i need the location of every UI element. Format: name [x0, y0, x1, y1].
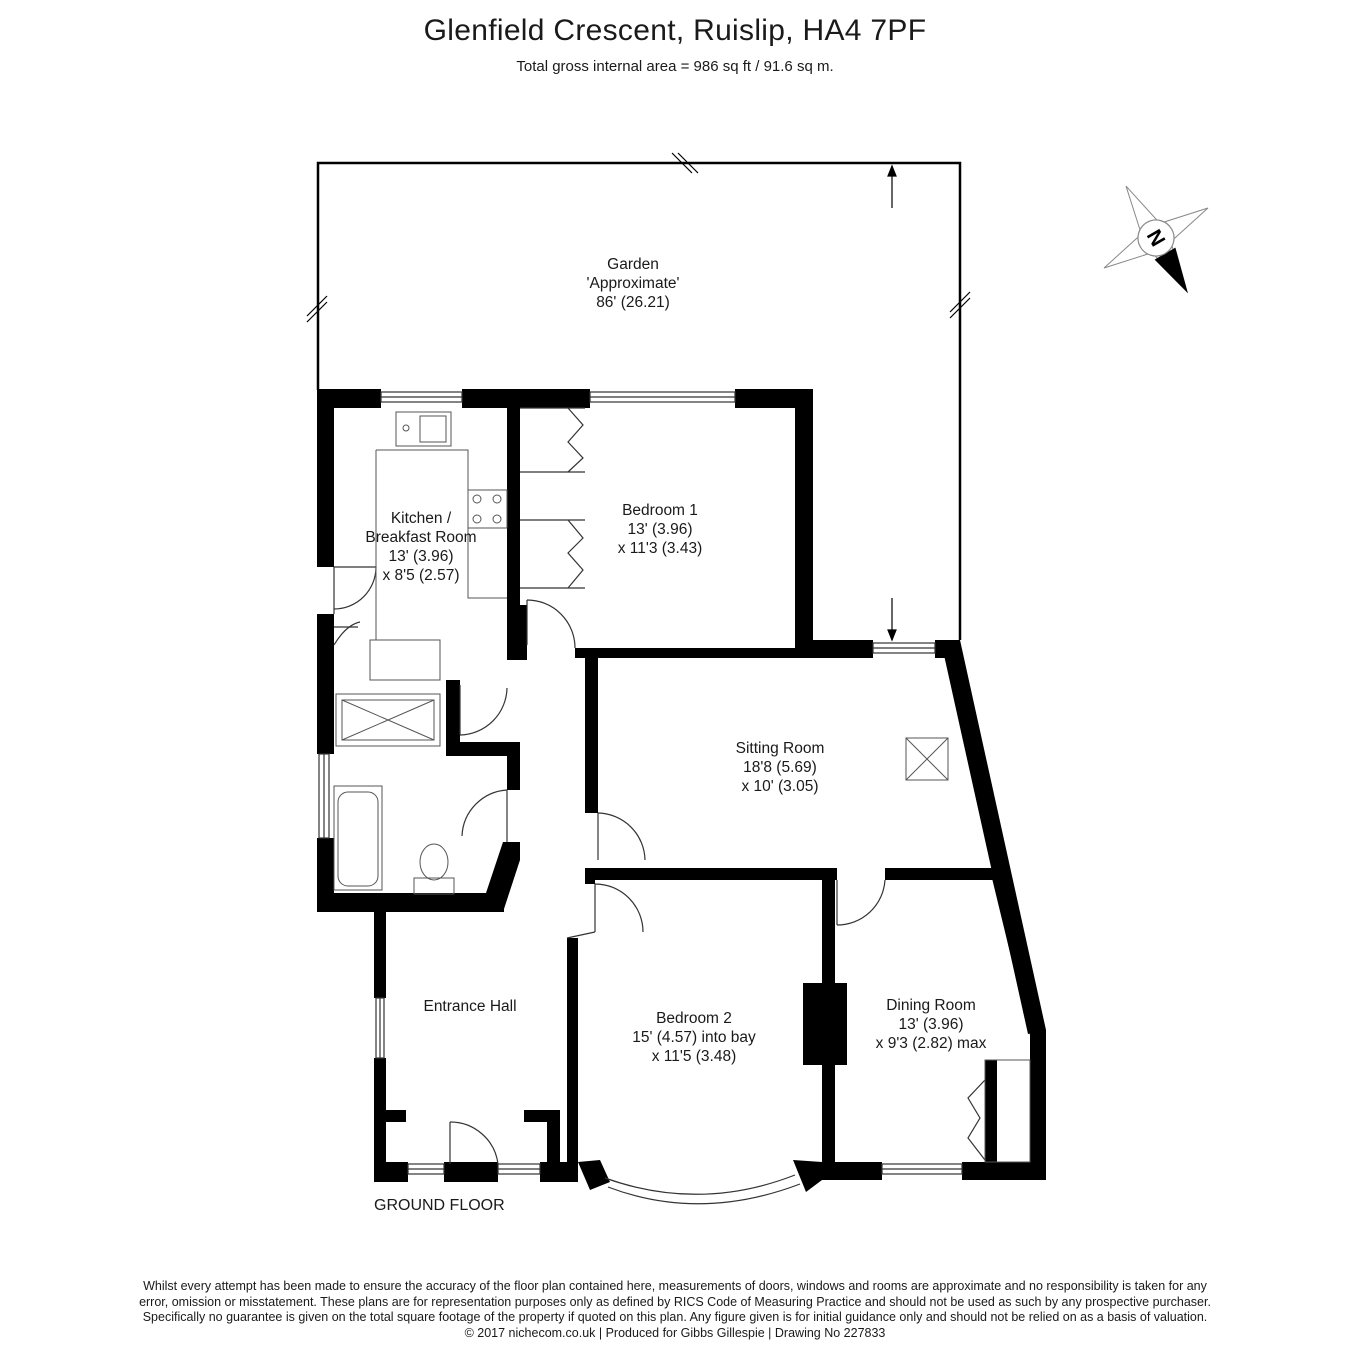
- sitting-room-label: Sitting Room 18'8 (5.69) x 10' (3.05): [735, 740, 825, 795]
- garden-outline: [306, 152, 971, 640]
- entrance-hall-label: Entrance Hall: [423, 998, 517, 1015]
- dining-room-label: Dining Room 13' (3.96) x 9'3 (2.82) max: [875, 997, 987, 1052]
- floor-label: GROUND FLOOR: [374, 1197, 505, 1214]
- garden-dimension-arrow: [887, 164, 897, 642]
- windows: [318, 391, 963, 1205]
- compass-icon: N: [1103, 185, 1209, 294]
- kitchen-label: Kitchen / Breakfast Room 13' (3.96) x 8'…: [365, 510, 477, 584]
- doors: [333, 407, 986, 1165]
- disclaimer: Whilst every attempt has been made to en…: [139, 1279, 1211, 1340]
- fixtures: [333, 411, 1031, 1163]
- page-title: Glenfield Crescent, Ruislip, HA4 7PF: [423, 14, 927, 47]
- bedroom1-label: Bedroom 1 13' (3.96) x 11'3 (3.43): [617, 502, 703, 557]
- bedroom2-label: Bedroom 2 15' (4.57) into bay x 11'5 (3.…: [632, 1010, 756, 1065]
- walls: [317, 389, 1046, 1192]
- page-subtitle: Total gross internal area = 986 sq ft / …: [516, 58, 834, 75]
- garden-label: Garden 'Approximate' 86' (26.21): [586, 256, 680, 311]
